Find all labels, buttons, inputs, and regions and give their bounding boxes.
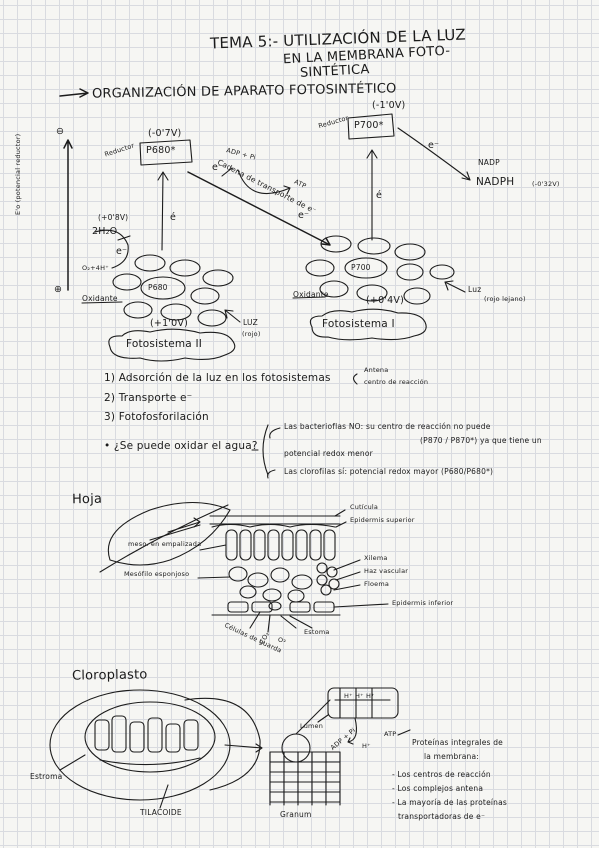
ps1-nadph-voltage: (-0'32V) (532, 180, 560, 188)
cloroplasto-item-1: - Los centros de reacción (392, 770, 491, 779)
list-item-2: 2) Transporte e⁻ (104, 392, 193, 404)
list-item-3: 3) Fotofosforilación (104, 411, 209, 423)
cloroplasto-item-3: - La mayoría de las proteínas (392, 798, 508, 807)
cloroplasto-atp: ATP (384, 730, 397, 738)
hoja-mesofilo-esponjoso: Mesófilo esponjoso (124, 570, 190, 578)
hoja-xilema: Xilema (364, 554, 388, 562)
cloroplasto-granum: Granum (280, 810, 312, 819)
ps1-nadp: NADP (478, 158, 500, 167)
ps2-p680star-voltage: (-0'7V) (148, 128, 182, 139)
ps2-p680-voltage: (+1'0V) (150, 318, 188, 329)
hoja-meso-empalizada: meso. en empalizada (128, 540, 202, 548)
ps1-luz: Luz (468, 285, 482, 294)
list-item-1-centro: centro de reacción (364, 378, 429, 386)
ps2-rojo: (rojo) (242, 330, 261, 338)
ps1-oxidante: Oxidante (293, 290, 329, 299)
cloroplasto-lumen: Lumen (300, 722, 324, 730)
cloroplasto-proteinas-2: la membrana: (424, 752, 480, 761)
cloroplasto-proteinas: Proteínas integrales de (412, 738, 503, 747)
ps2-e-minus: e⁻ (116, 246, 128, 257)
chain-e-label: e⁻ (212, 162, 224, 173)
list-item-1-antena: Antena (364, 366, 389, 374)
ps2-name: Fotosistema II (126, 338, 203, 350)
ps1-rojo-lejano: (rojo lejano) (484, 295, 526, 303)
cloroplasto-h-plus: H⁺ (362, 742, 371, 750)
chain-e-minus-2: e⁻ (298, 210, 310, 221)
hoja-epidermis-inferior: Epidermis inferior (392, 599, 454, 607)
ps2-excitation-e: é (170, 212, 177, 223)
answer-1c: potencial redox menor (284, 449, 373, 458)
ps2-luz: LUZ (243, 318, 258, 327)
cloroplasto-item-2: - Los complejos antena (392, 784, 484, 793)
hoja-cuticula: Cutícula (350, 503, 379, 511)
cloroplasto-item-3b: transportadoras de e⁻ (398, 812, 486, 821)
ps1-nadph: NADPH (476, 176, 515, 188)
ps1-e-arrow: e⁻ (428, 140, 440, 151)
ps2-o2: O₂+4H⁺ (82, 264, 109, 272)
hoja-floema: Floema (364, 580, 390, 588)
ps1-p700-voltage: (+0'4V) (366, 295, 404, 306)
ps1-p700: P700 (351, 263, 371, 272)
ps1-p700star: P700* (354, 120, 384, 131)
hoja-o2: O₂ (278, 636, 287, 644)
question-agua: • ¿Se puede oxidar el agua? (104, 440, 258, 452)
hoja-heading: Hoja (71, 491, 103, 508)
ps2-oxidante: Oxidante (82, 294, 118, 303)
ps2-p680: P680 (148, 283, 168, 292)
ps2-h2o-voltage: (+0'8V) (98, 213, 129, 222)
answer-1b: (P870 / P870*) ya que tiene un (420, 436, 542, 445)
axis-label: E'o (potencial reductor) (14, 133, 22, 215)
ps1-excitation-e: é (376, 190, 383, 201)
cloroplasto-h-labels: H⁺ H⁺ H⁺ (344, 692, 375, 700)
ps2-water: 2H₂O (92, 226, 118, 237)
cloroplasto-tilacoide: TILACOIDE (140, 808, 182, 817)
answer-2: Las clorofilas sí: potencial redox mayor… (284, 467, 494, 476)
list-item-1: 1) Adsorción de la luz en los fotosistem… (104, 372, 331, 384)
ps2-p680star: P680* (146, 145, 176, 156)
hoja-estoma: Estoma (304, 628, 330, 636)
axis-minus-sign: ⊖ (56, 126, 65, 137)
cloroplasto-estroma: Estroma (30, 772, 63, 781)
axis-plus-sign: ⊕ (54, 284, 63, 295)
ps1-p700star-voltage: (-1'0V) (372, 100, 406, 111)
hoja-epidermis-superior: Epidermis superior (350, 516, 415, 524)
cloroplasto-heading: Cloroplasto (71, 667, 148, 684)
hoja-haz-vascular: Haz vascular (364, 567, 409, 575)
ps1-name: Fotosistema I (322, 318, 395, 330)
answer-1: Las bacterioflas NO: su centro de reacci… (284, 422, 491, 431)
